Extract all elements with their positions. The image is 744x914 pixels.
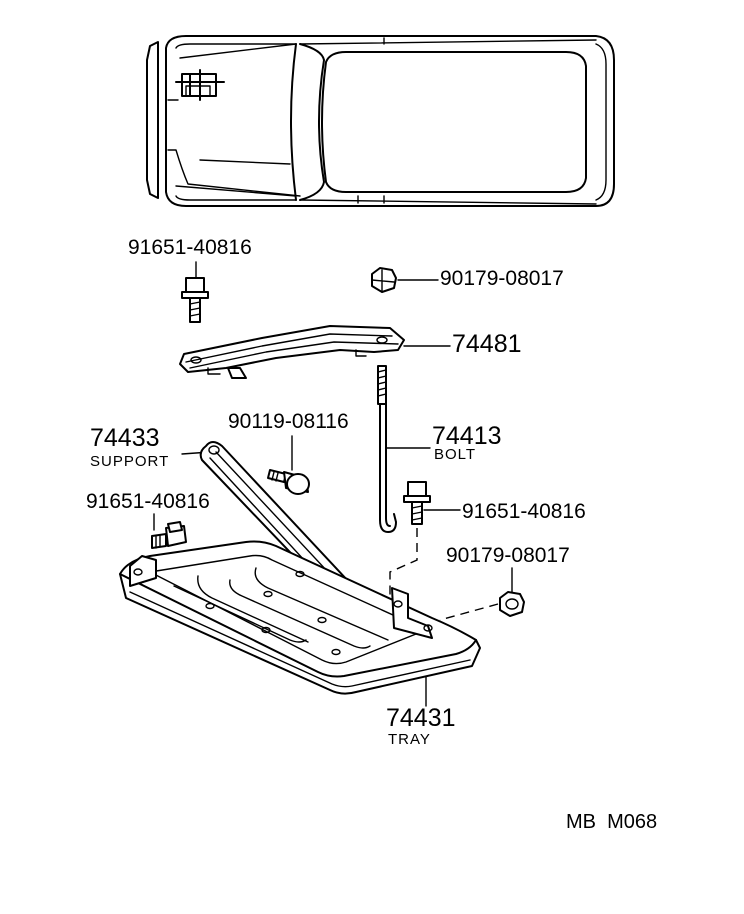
label-tray-name: TRAY [388,731,431,748]
label-nut-top: 90179-08017 [440,267,564,290]
label-bolt-left: 91651-40816 [86,490,210,513]
label-bracket: 74481 [452,330,522,358]
nut-right [439,591,525,621]
diagram-code: MB M068 [566,811,657,833]
label-hook-bolt-number: 74413 [432,422,502,450]
clamp-bolt [267,469,310,495]
vehicle-top-view [146,35,615,207]
nut-top [371,267,397,293]
label-support-name: SUPPORT [90,453,169,470]
label-bolt-top-left: 91651-40816 [128,236,252,259]
label-support-number: 74433 [90,424,160,452]
flange-bolt-right [389,481,431,610]
label-hook-bolt-name: BOLT [434,446,476,463]
flange-bolt-left [151,521,187,549]
label-bolt-right: 91651-40816 [462,500,586,523]
label-tray-number: 74431 [386,704,456,732]
hold-down-bracket [179,325,405,379]
label-nut-right: 90179-08017 [446,544,570,567]
battery-location-icon [175,69,225,101]
hook-bolt [377,365,397,533]
battery-tray [119,540,481,695]
flange-bolt-top-left [181,277,209,323]
label-clamp-bolt: 90119-08116 [228,410,349,433]
